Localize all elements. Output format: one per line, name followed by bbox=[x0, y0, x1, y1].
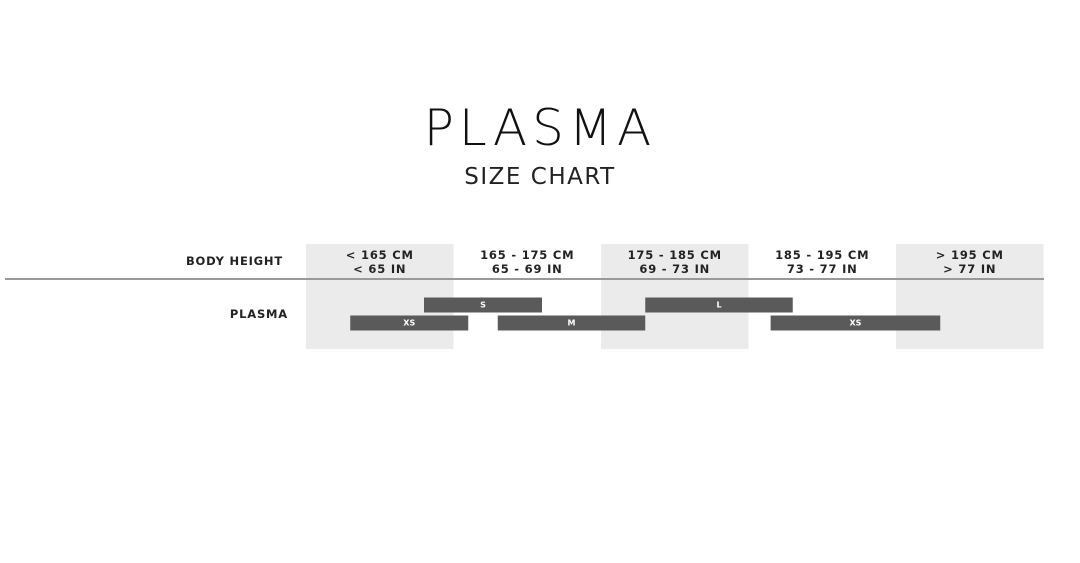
header-row-label: BODY HEIGHT bbox=[186, 254, 283, 268]
column-shade bbox=[306, 244, 454, 349]
column-shade bbox=[601, 244, 749, 349]
column-label-cm: 165 - 175 CM bbox=[480, 248, 574, 262]
size-bar-label: L bbox=[716, 301, 721, 310]
column-label-in: 73 - 77 IN bbox=[787, 262, 858, 276]
size-bar bbox=[350, 315, 469, 331]
column-label-in: < 65 IN bbox=[353, 262, 406, 276]
page-subtitle: SIZE CHART bbox=[464, 164, 616, 190]
column-label-cm: 185 - 195 CM bbox=[775, 248, 869, 262]
size-bar-label: XS bbox=[403, 319, 415, 328]
size-bar-label: S bbox=[480, 301, 486, 310]
size-bar bbox=[424, 297, 542, 313]
column-label-cm: < 165 CM bbox=[346, 248, 414, 262]
column-label-cm: 175 - 185 CM bbox=[628, 248, 722, 262]
column-label-in: 65 - 69 IN bbox=[492, 262, 563, 276]
size-bar-label: M bbox=[568, 319, 576, 328]
size-bar bbox=[770, 315, 941, 331]
page-title: PLASMA bbox=[423, 99, 657, 157]
column-label-in: > 77 IN bbox=[943, 262, 996, 276]
column-shade bbox=[896, 244, 1044, 349]
size-bar bbox=[645, 297, 793, 313]
size-bar bbox=[497, 315, 646, 331]
row-label: PLASMA bbox=[230, 307, 288, 321]
size-bar-label: XS bbox=[849, 319, 861, 328]
column-label-in: 69 - 73 IN bbox=[639, 262, 710, 276]
column-label-cm: > 195 CM bbox=[936, 248, 1004, 262]
